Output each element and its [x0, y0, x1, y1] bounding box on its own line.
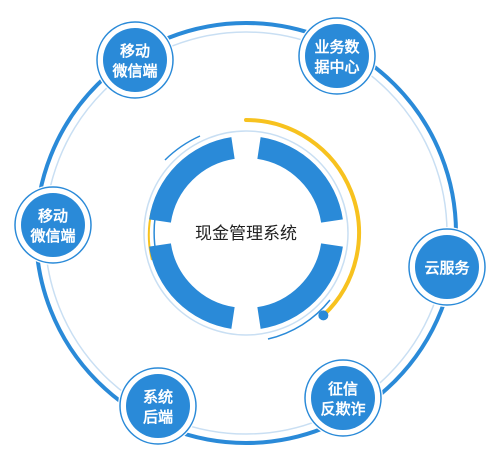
node-label-line-2: 后端 — [143, 408, 173, 426]
node-disc — [21, 193, 85, 257]
node-halo-ring — [408, 228, 486, 306]
node-label-line-2: 微信端 — [29, 227, 75, 245]
node-disc — [415, 235, 479, 299]
node-halo-ring — [96, 21, 174, 99]
node-mobile-wechat-left[interactable]: 移动 微信端 — [13, 185, 93, 265]
node-label-line-1: 征信 — [328, 380, 358, 398]
node-label-line-1: 系统 — [143, 388, 173, 406]
center-segment-top-right — [256, 137, 343, 224]
node-label-line-1: 移动 — [120, 42, 150, 60]
node-mobile-wechat-top[interactable]: 移动 微信端 — [95, 20, 175, 100]
center-title: 现金管理系统 — [195, 224, 297, 244]
node-halo-ring — [298, 17, 376, 95]
node-credit-anti-fraud[interactable]: 征信 反欺诈 — [303, 358, 383, 438]
node-system-backend[interactable]: 系统 后端 — [118, 366, 198, 446]
node-halo-ring — [119, 367, 197, 445]
center-segment-bottom-right — [256, 242, 343, 329]
node-disc — [103, 28, 167, 92]
node-disc — [311, 366, 375, 430]
center-segmented-ring — [149, 137, 343, 329]
node-label-line-1: 业务数 — [314, 38, 360, 56]
node-disc — [305, 24, 369, 88]
node-label-line-2: 据中心 — [314, 58, 359, 76]
node-label-line-1: 云服务 — [424, 259, 470, 277]
node-halo-ring — [304, 359, 382, 437]
center-thin-ring — [143, 130, 349, 336]
node-label-line-2: 微信端 — [111, 62, 157, 80]
progress-arc — [244, 118, 361, 318]
node-disc — [126, 374, 190, 438]
node-label-line-1: 移动 — [38, 207, 68, 225]
middle-arc-top — [164, 135, 201, 161]
node-business-data[interactable]: 业务数 据中心 — [297, 16, 377, 96]
node-label-line-2: 反欺诈 — [320, 400, 365, 418]
progress-end-dot — [318, 310, 329, 321]
node-halo-ring — [14, 186, 92, 264]
center-segment-top-left — [149, 137, 236, 224]
node-cloud-service[interactable]: 云服务 — [407, 227, 487, 307]
center-segment-bottom-left — [149, 242, 236, 329]
middle-arc-bottom — [267, 299, 331, 340]
